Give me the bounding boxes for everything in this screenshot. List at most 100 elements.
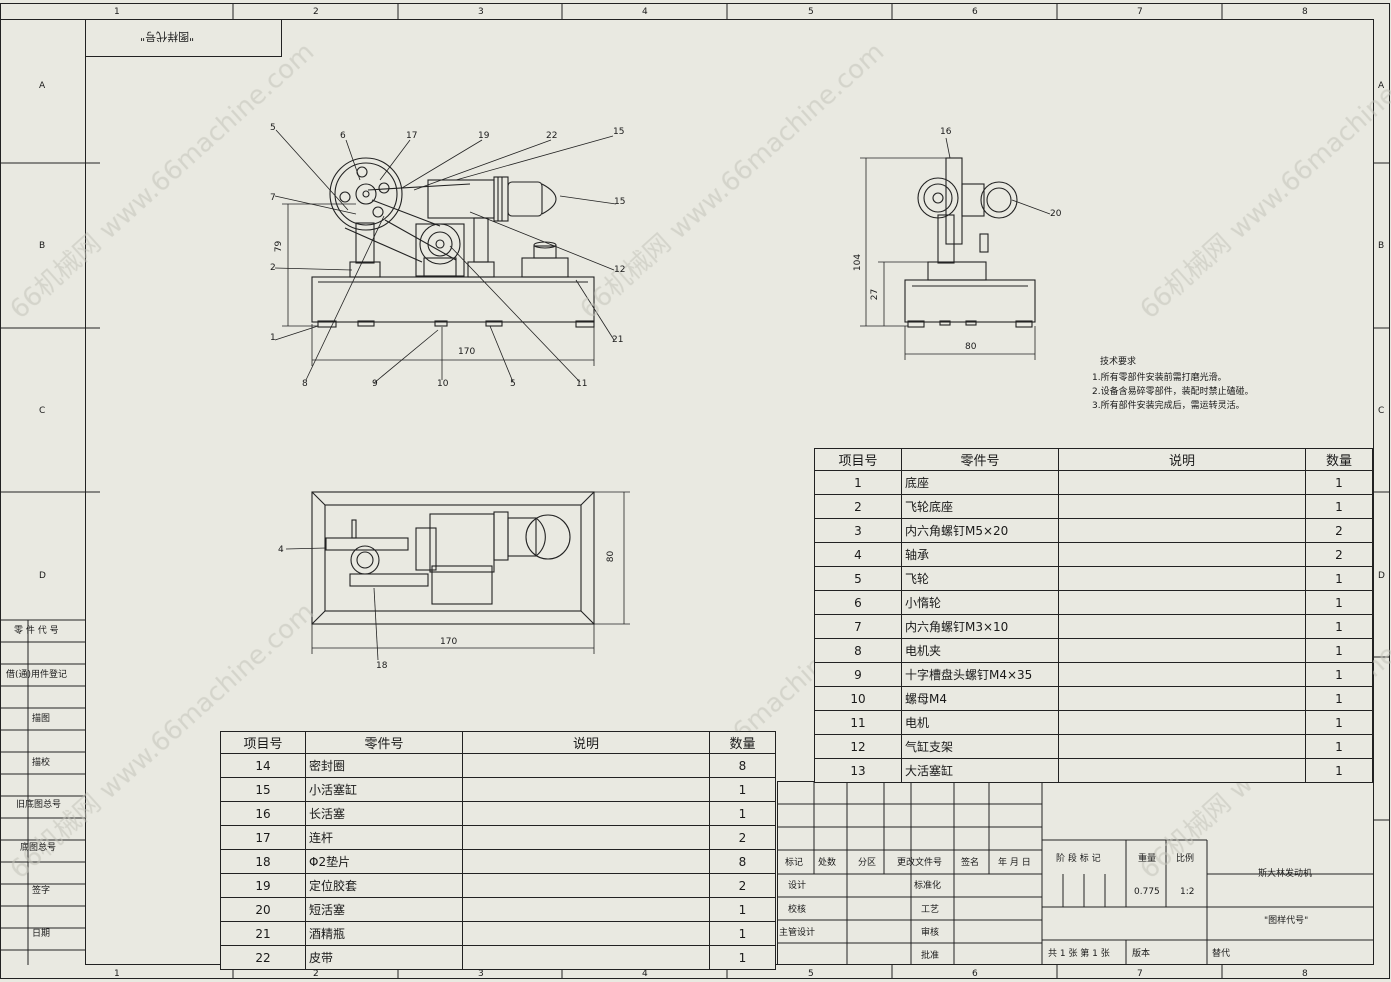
bom-item-no: 9 <box>814 662 902 687</box>
bom-desc <box>462 753 710 778</box>
bom-item-no: 11 <box>814 710 902 735</box>
bom-qty: 1 <box>1305 710 1373 735</box>
bom-item-no: 18 <box>220 849 306 874</box>
bom-part-name: 气缸支架 <box>901 734 1059 759</box>
bom-header-qty: 数量 <box>1305 448 1373 471</box>
bom-part-name: 定位胶套 <box>305 873 463 898</box>
tb-role-process: 工艺 <box>921 905 940 915</box>
tb-drawing-name: 斯大林发动机 <box>1258 869 1313 879</box>
zone-row-d: D <box>39 571 46 581</box>
bom-desc <box>1058 542 1306 567</box>
bom-item-no: 20 <box>220 897 306 922</box>
bom-desc <box>462 873 710 898</box>
bom-qty: 1 <box>1305 662 1373 687</box>
bom-qty: 1 <box>1305 494 1373 519</box>
dim-height-104: 104 <box>853 253 864 272</box>
bom-qty: 8 <box>709 849 776 874</box>
bom-desc <box>1058 614 1306 639</box>
tb-replace: 替代 <box>1212 949 1231 959</box>
bom-item-no: 22 <box>220 945 306 970</box>
strip-trace: 描图 <box>32 714 51 724</box>
bom-part-name: 飞轮 <box>901 566 1059 591</box>
bom-qty: 8 <box>709 753 776 778</box>
tb-weight-label: 重量 <box>1138 854 1157 864</box>
bom-desc <box>1058 566 1306 591</box>
strip-old-base-no: 旧底图总号 <box>16 800 62 810</box>
bom-header-item: 项目号 <box>220 731 306 754</box>
bom-qty: 1 <box>1305 614 1373 639</box>
callout-16: 16 <box>940 127 952 137</box>
callout-22: 22 <box>546 131 558 141</box>
callout-12: 12 <box>614 265 626 275</box>
callout-2: 2 <box>270 263 276 273</box>
bom-item-no: 13 <box>814 758 902 783</box>
zone-row-d-right: D <box>1378 571 1385 581</box>
bom-part-name: 电机夹 <box>901 638 1059 663</box>
bom-item-no: 5 <box>814 566 902 591</box>
bom-part-name: 酒精瓶 <box>305 921 463 946</box>
bom-item-no: 7 <box>814 614 902 639</box>
tb-rev-sign: 签名 <box>961 858 980 868</box>
bom-part-name: 飞轮底座 <box>901 494 1059 519</box>
bom-part-name: 底座 <box>901 470 1059 495</box>
bom-item-no: 15 <box>220 777 306 802</box>
dim-height-27: 27 <box>870 288 881 301</box>
zone-col-6-bottom: 6 <box>972 969 978 979</box>
bom-item-no: 6 <box>814 590 902 615</box>
bom-header-qty: 数量 <box>709 731 776 754</box>
bom-desc <box>462 825 710 850</box>
tb-rev-zone: 分区 <box>858 858 877 868</box>
bom-qty: 2 <box>709 825 776 850</box>
bom-desc <box>1058 470 1306 495</box>
callout-15: 15 <box>614 197 626 207</box>
tech-req-line-3: 3.所有部件安装完成后，需运转灵活。 <box>1092 401 1245 411</box>
bom-item-no: 1 <box>814 470 902 495</box>
strip-date: 日期 <box>32 929 51 939</box>
bom-item-no: 19 <box>220 873 306 898</box>
tb-rev-count: 处数 <box>818 858 837 868</box>
zone-col-3-bottom: 3 <box>478 969 484 979</box>
zone-col-6: 6 <box>972 7 978 17</box>
bom-qty: 1 <box>1305 758 1373 783</box>
tb-weight: 0.775 <box>1134 887 1160 897</box>
tb-rev-file: 更改文件号 <box>897 858 943 868</box>
callout-8: 8 <box>302 379 308 389</box>
zone-col-4: 4 <box>642 7 648 17</box>
dim-height-79: 79 <box>274 240 285 253</box>
bom-qty: 1 <box>709 945 776 970</box>
bom-header-desc: 说明 <box>1058 448 1306 471</box>
zone-col-1-bottom: 1 <box>114 969 120 979</box>
bom-desc <box>1058 710 1306 735</box>
bom-item-no: 21 <box>220 921 306 946</box>
zone-col-8: 8 <box>1302 7 1308 17</box>
callout-5: 5 <box>270 123 276 133</box>
tb-role-approve: 批准 <box>921 951 940 961</box>
zone-row-c: C <box>39 406 46 416</box>
tb-role-design: 设计 <box>788 881 807 891</box>
bom-desc <box>1058 758 1306 783</box>
zone-col-2-bottom: 2 <box>313 969 319 979</box>
tb-role-chief: 主管设计 <box>779 928 816 938</box>
bom-desc <box>462 945 710 970</box>
tb-rev-date: 年 月 日 <box>998 858 1031 868</box>
bom-qty: 1 <box>1305 638 1373 663</box>
zone-row-b-right: B <box>1378 241 1385 251</box>
bom-qty: 2 <box>1305 518 1373 543</box>
bom-part-name: 大活塞缸 <box>901 758 1059 783</box>
zone-row-c-right: C <box>1378 406 1385 416</box>
callout-11: 11 <box>576 379 588 389</box>
bom-qty: 2 <box>1305 542 1373 567</box>
bom-item-no: 4 <box>814 542 902 567</box>
callout-7: 7 <box>270 193 276 203</box>
callout-1: 1 <box>270 333 276 343</box>
